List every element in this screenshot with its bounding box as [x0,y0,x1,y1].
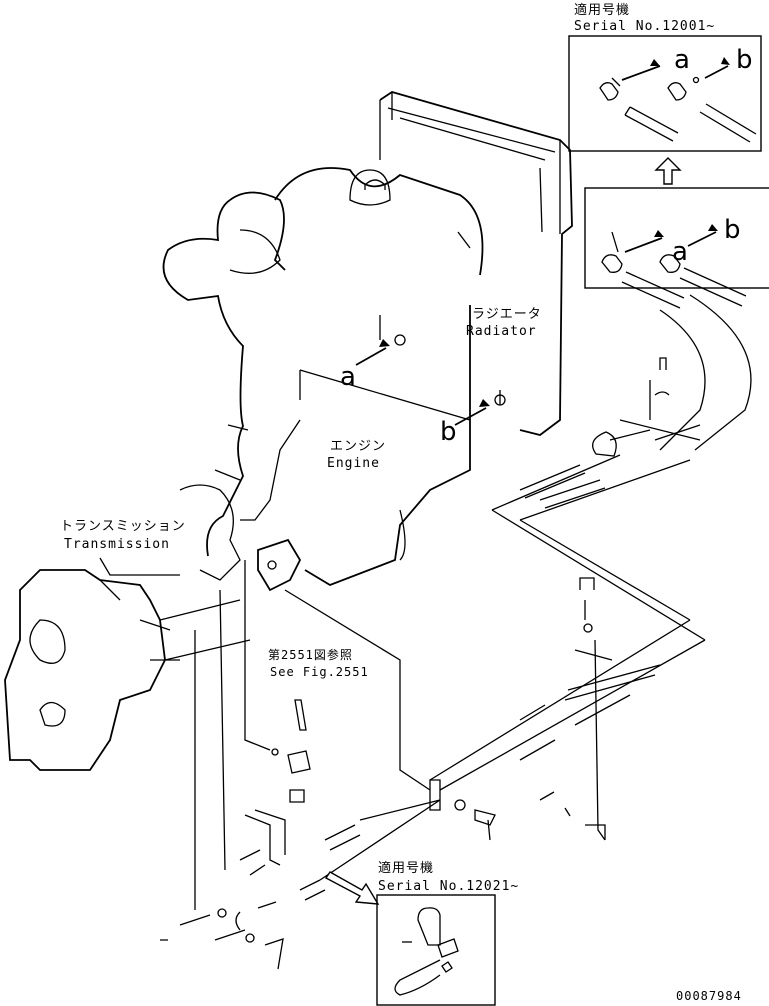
engine-ref-b: b [440,417,457,447]
middle-inset: a b [584,187,769,289]
radiator-jp-label: ラジエータ [472,307,542,322]
mid-ref-a: a [672,237,688,267]
top-serial-label: Serial No.12001~ [574,19,715,34]
top-serial-inset: 適用号機 Serial No.12001~ a b [568,2,762,152]
top-serial-jp: 適用号機 [574,2,630,18]
engine-label: Engine [327,456,380,471]
radiator-label: Radiator [466,324,537,339]
bottom-serial-inset: 適用号機 Serial No.12021~ [376,860,519,1006]
top-ref-b: b [736,45,753,75]
hose-routing [429,267,752,791]
bracket: 第2551図参照 See Fig.2551 [257,538,369,803]
lower-hoses [160,560,661,970]
radiator: ラジエータ Radiator [379,91,573,436]
transmission: トランスミッション Transmission [4,484,251,771]
see-fig-jp-label: 第2551図参照 [268,647,353,662]
arrow-up-icon [654,157,682,185]
top-ref-a: a [674,45,690,75]
bottom-serial-jp: 適用号機 [378,860,434,876]
engine: エンジン Engine a b [162,167,506,586]
engine-jp-label: エンジン [330,439,386,454]
transmission-jp-label: トランスミッション [60,519,186,534]
drawing-number: 00087984 [676,989,742,1003]
mid-ref-b: b [724,215,741,245]
bottom-serial-label: Serial No.12021~ [378,879,519,894]
engine-ref-a: a [340,362,356,392]
see-fig-label: See Fig.2551 [270,665,369,679]
transmission-label: Transmission [64,537,170,552]
arrow-down-right-icon [324,871,380,905]
